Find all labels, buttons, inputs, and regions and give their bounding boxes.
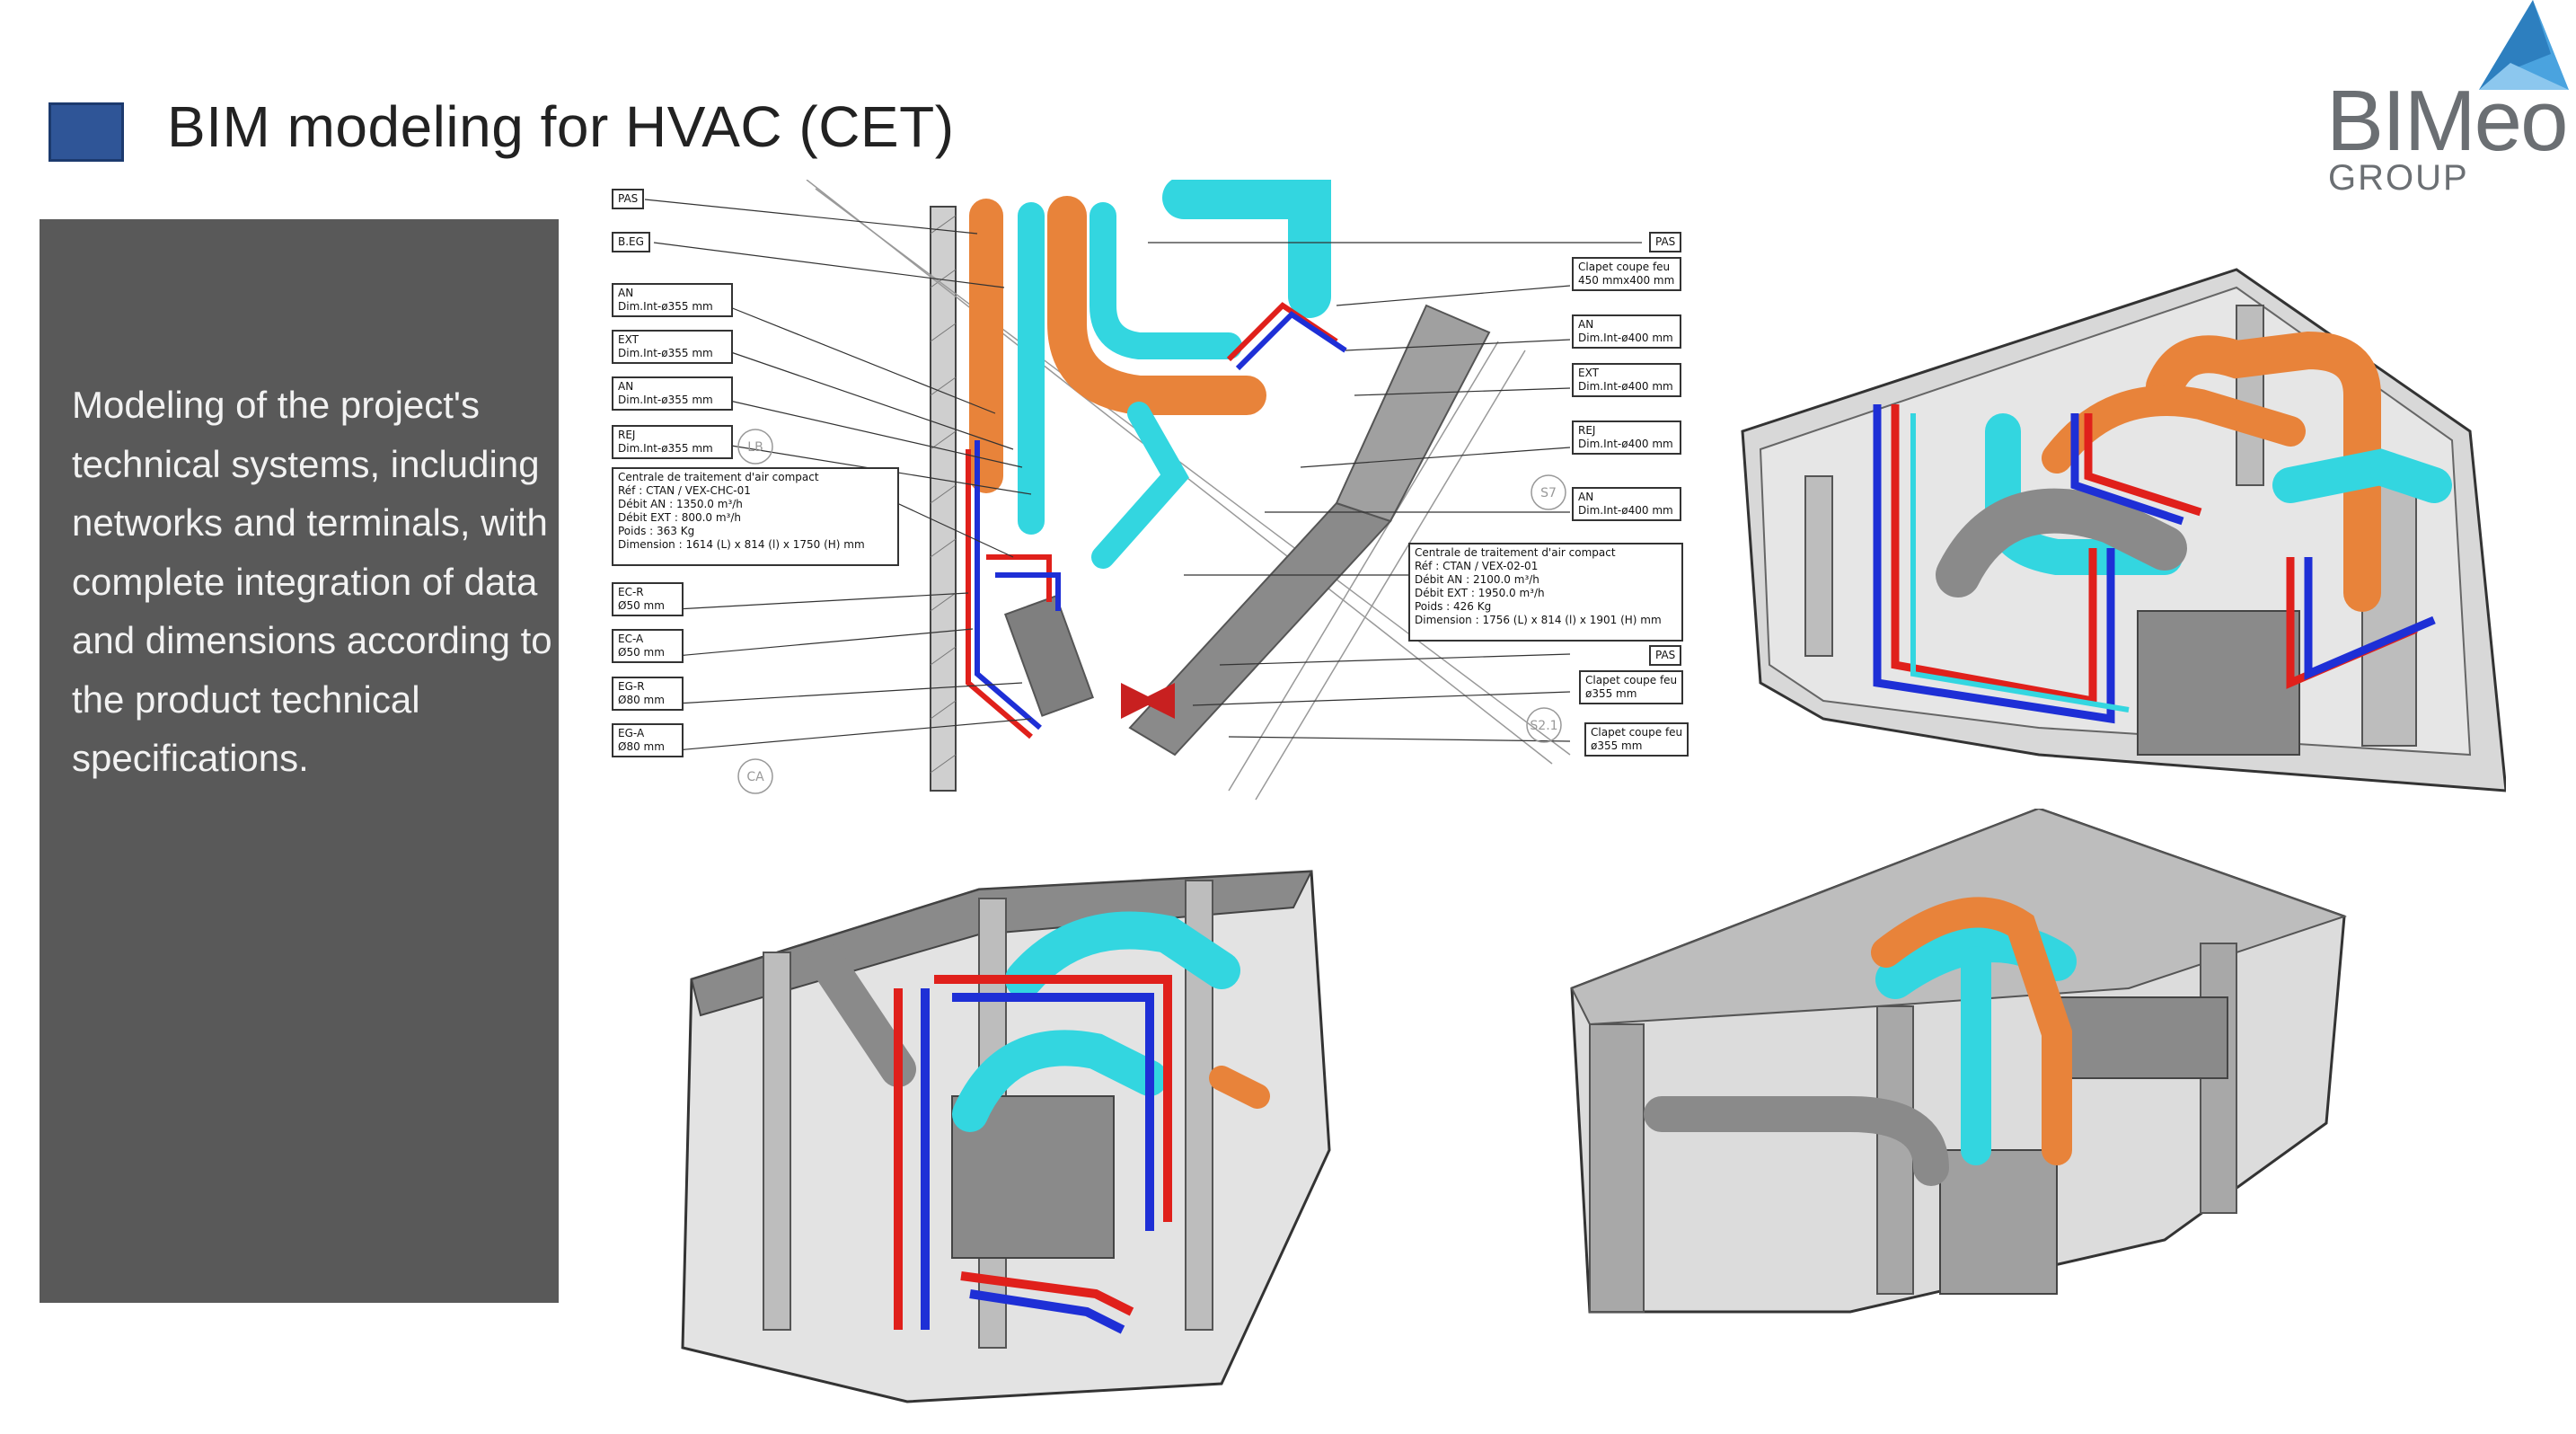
hvac-3d-view-1: [1741, 268, 2506, 792]
label-pas-2: PAS: [1649, 232, 1682, 252]
label-pas-3: PAS: [1649, 645, 1682, 666]
label-pas: PAS: [612, 189, 645, 209]
description-text: Modeling of the project's technical syst…: [72, 384, 552, 779]
logo-group: GROUP: [2328, 158, 2469, 198]
page-title: BIM modeling for HVAC (CET): [167, 94, 955, 159]
grid-marker-ca: CA: [746, 770, 764, 784]
logo-name: BIMeo: [2326, 73, 2568, 169]
hvac-3d-view-3: [1570, 809, 2348, 1314]
grid-marker-lb: LB: [747, 440, 763, 455]
grid-marker-s21: S2.1: [1530, 719, 1557, 733]
hvac-3d-view-2: [681, 870, 1331, 1403]
plan-drawing-graphics: LB S7 S2.1 CA: [644, 180, 1642, 801]
label-beg: B.EG: [612, 232, 650, 252]
grid-marker-s7: S7: [1540, 486, 1557, 500]
logo-triangle-icon: [2479, 0, 2569, 90]
description-panel: [40, 219, 559, 1303]
title-marker-square: [49, 102, 124, 162]
